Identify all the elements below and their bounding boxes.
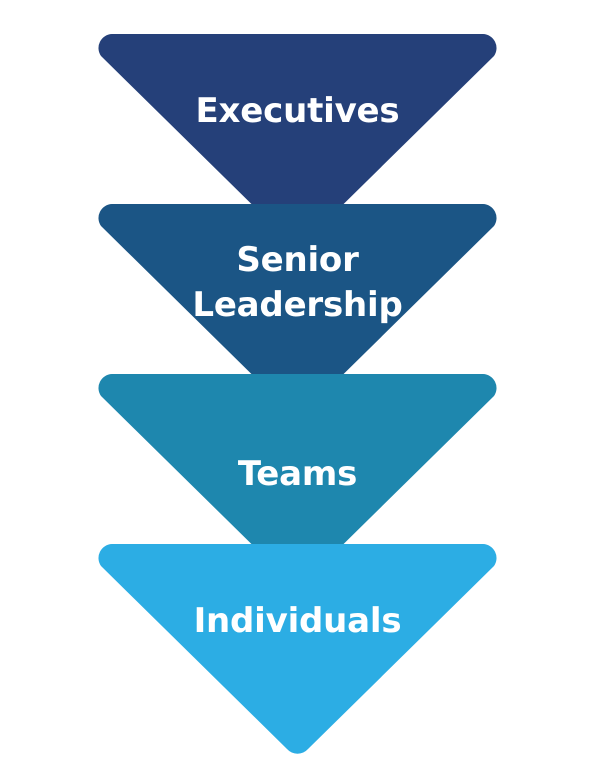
chevron-path-1 [98, 34, 497, 244]
funnel-chevron-shape [98, 374, 497, 584]
funnel-chevron-shape [98, 204, 497, 414]
chevron-path-2 [98, 204, 497, 414]
chevron-path-3 [98, 374, 497, 584]
funnel-chevron-shape [98, 34, 497, 244]
chevron-path-4 [98, 544, 497, 754]
funnel-stage-individuals[interactable]: Individuals [98, 544, 497, 756]
funnel-chevron-shape [98, 544, 497, 754]
